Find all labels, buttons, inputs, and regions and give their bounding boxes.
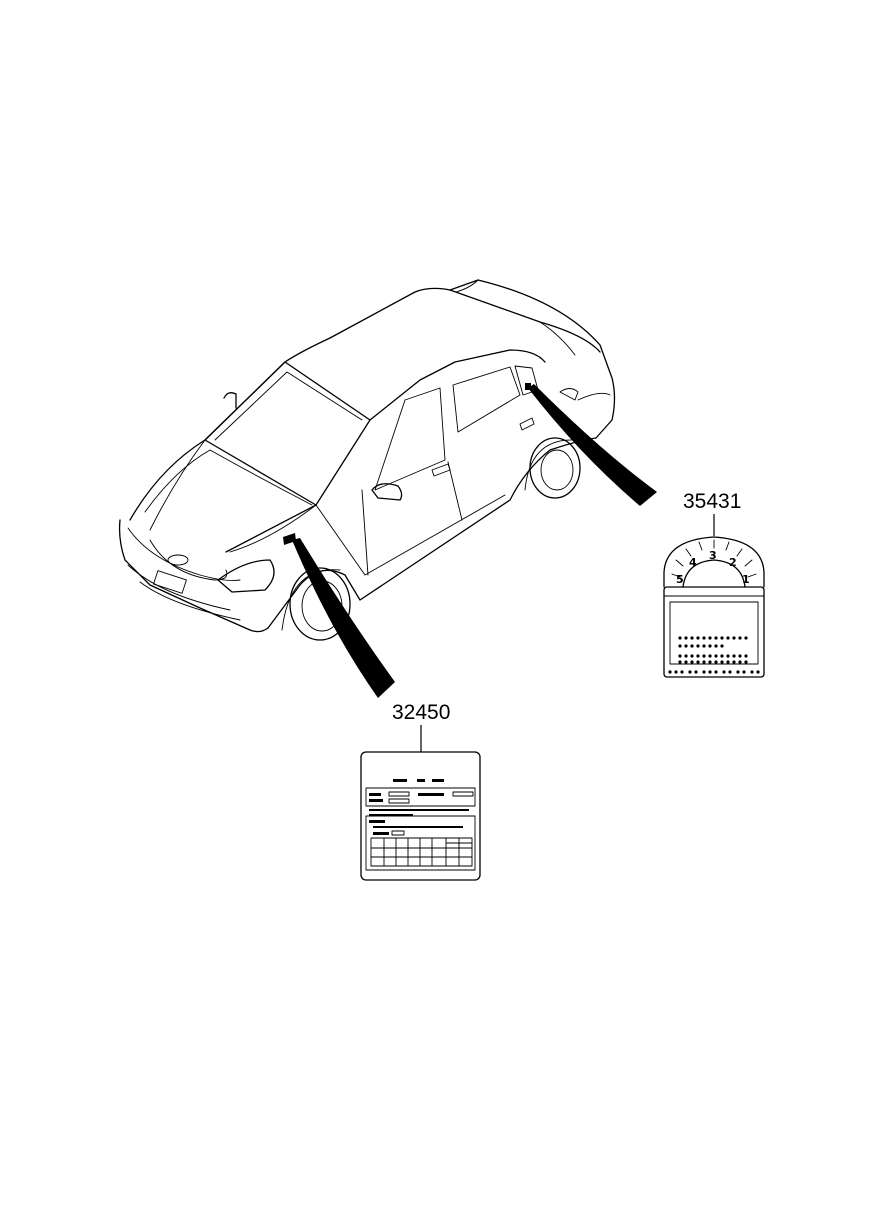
fuel-scale-digit: 2 — [729, 556, 737, 569]
emission-label — [360, 751, 481, 881]
car-illustration — [118, 279, 616, 641]
fuel-scale-digit: 4 — [689, 556, 697, 569]
callout-band-32450 — [292, 538, 395, 698]
fuel-door-label: 5 4 3 2 1 — [663, 536, 765, 678]
callout-band-35431 — [528, 384, 657, 506]
part-number-32450: 32450 — [392, 701, 450, 724]
fuel-scale-digit: 1 — [742, 573, 750, 586]
part-number-35431: 35431 — [683, 490, 741, 513]
fuel-scale-digit: 3 — [709, 549, 717, 562]
fuel-scale-digit: 5 — [676, 573, 684, 586]
